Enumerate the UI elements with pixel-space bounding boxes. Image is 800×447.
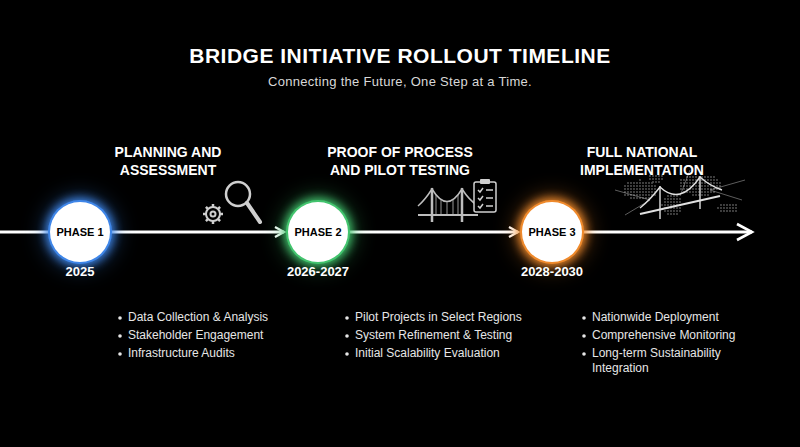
bridge-clipboard-icon (418, 179, 496, 222)
bullet-item: Pilot Projects in Select Regions (355, 310, 535, 325)
phase-label: PHASE 2 (294, 226, 341, 238)
bullet-dot (345, 352, 349, 356)
phase-heading: PROOF OF PROCESS AND PILOT TESTING (325, 143, 475, 179)
bullet-item: Initial Scalability Evaluation (355, 346, 535, 361)
phase-circle: PHASE 1 (50, 202, 110, 262)
phase-circle: PHASE 2 (288, 202, 348, 262)
bullet-item: Data Collection & Analysis (128, 310, 303, 325)
phase-label: PHASE 1 (56, 226, 103, 238)
timeline-end-arrow (582, 231, 752, 234)
phase-heading: PLANNING AND ASSESSMENT (93, 143, 243, 179)
timeline-arrow (348, 231, 518, 234)
search-gear-icon (203, 182, 260, 224)
timeline-start (0, 231, 50, 234)
bullet-dot (582, 316, 586, 320)
bullet-dot (582, 334, 586, 338)
phase-years: 2025 (20, 264, 140, 279)
bullet-item: Infrastructure Audits (128, 346, 303, 361)
bullet-dot (118, 316, 122, 320)
bullet-item: Comprehensive Monitoring (592, 328, 757, 343)
bullet-dot (118, 352, 122, 356)
bullet-item: Long-term Sustainability Integration (592, 346, 757, 376)
bullet-item: System Refinement & Testing (355, 328, 535, 343)
bullet-dot (582, 352, 586, 356)
page-subtitle: Connecting the Future, One Step at a Tim… (0, 74, 800, 89)
phase-years: 2028-2030 (492, 264, 612, 279)
bullet-item: Stakeholder Engagement (128, 328, 303, 343)
phase-label: PHASE 3 (528, 226, 575, 238)
phase-years: 2026-2027 (258, 264, 378, 279)
bullet-dot (345, 334, 349, 338)
phase-heading: FULL NATIONAL IMPLEMENTATION (567, 143, 717, 179)
bullet-item: Nationwide Deployment (592, 310, 757, 325)
timeline-arrow (110, 231, 284, 234)
bullet-dot (118, 334, 122, 338)
phase-circle: PHASE 3 (522, 202, 582, 262)
bullet-dot (345, 316, 349, 320)
page-title: BRIDGE INITIATIVE ROLLOUT TIMELINE (0, 44, 800, 68)
